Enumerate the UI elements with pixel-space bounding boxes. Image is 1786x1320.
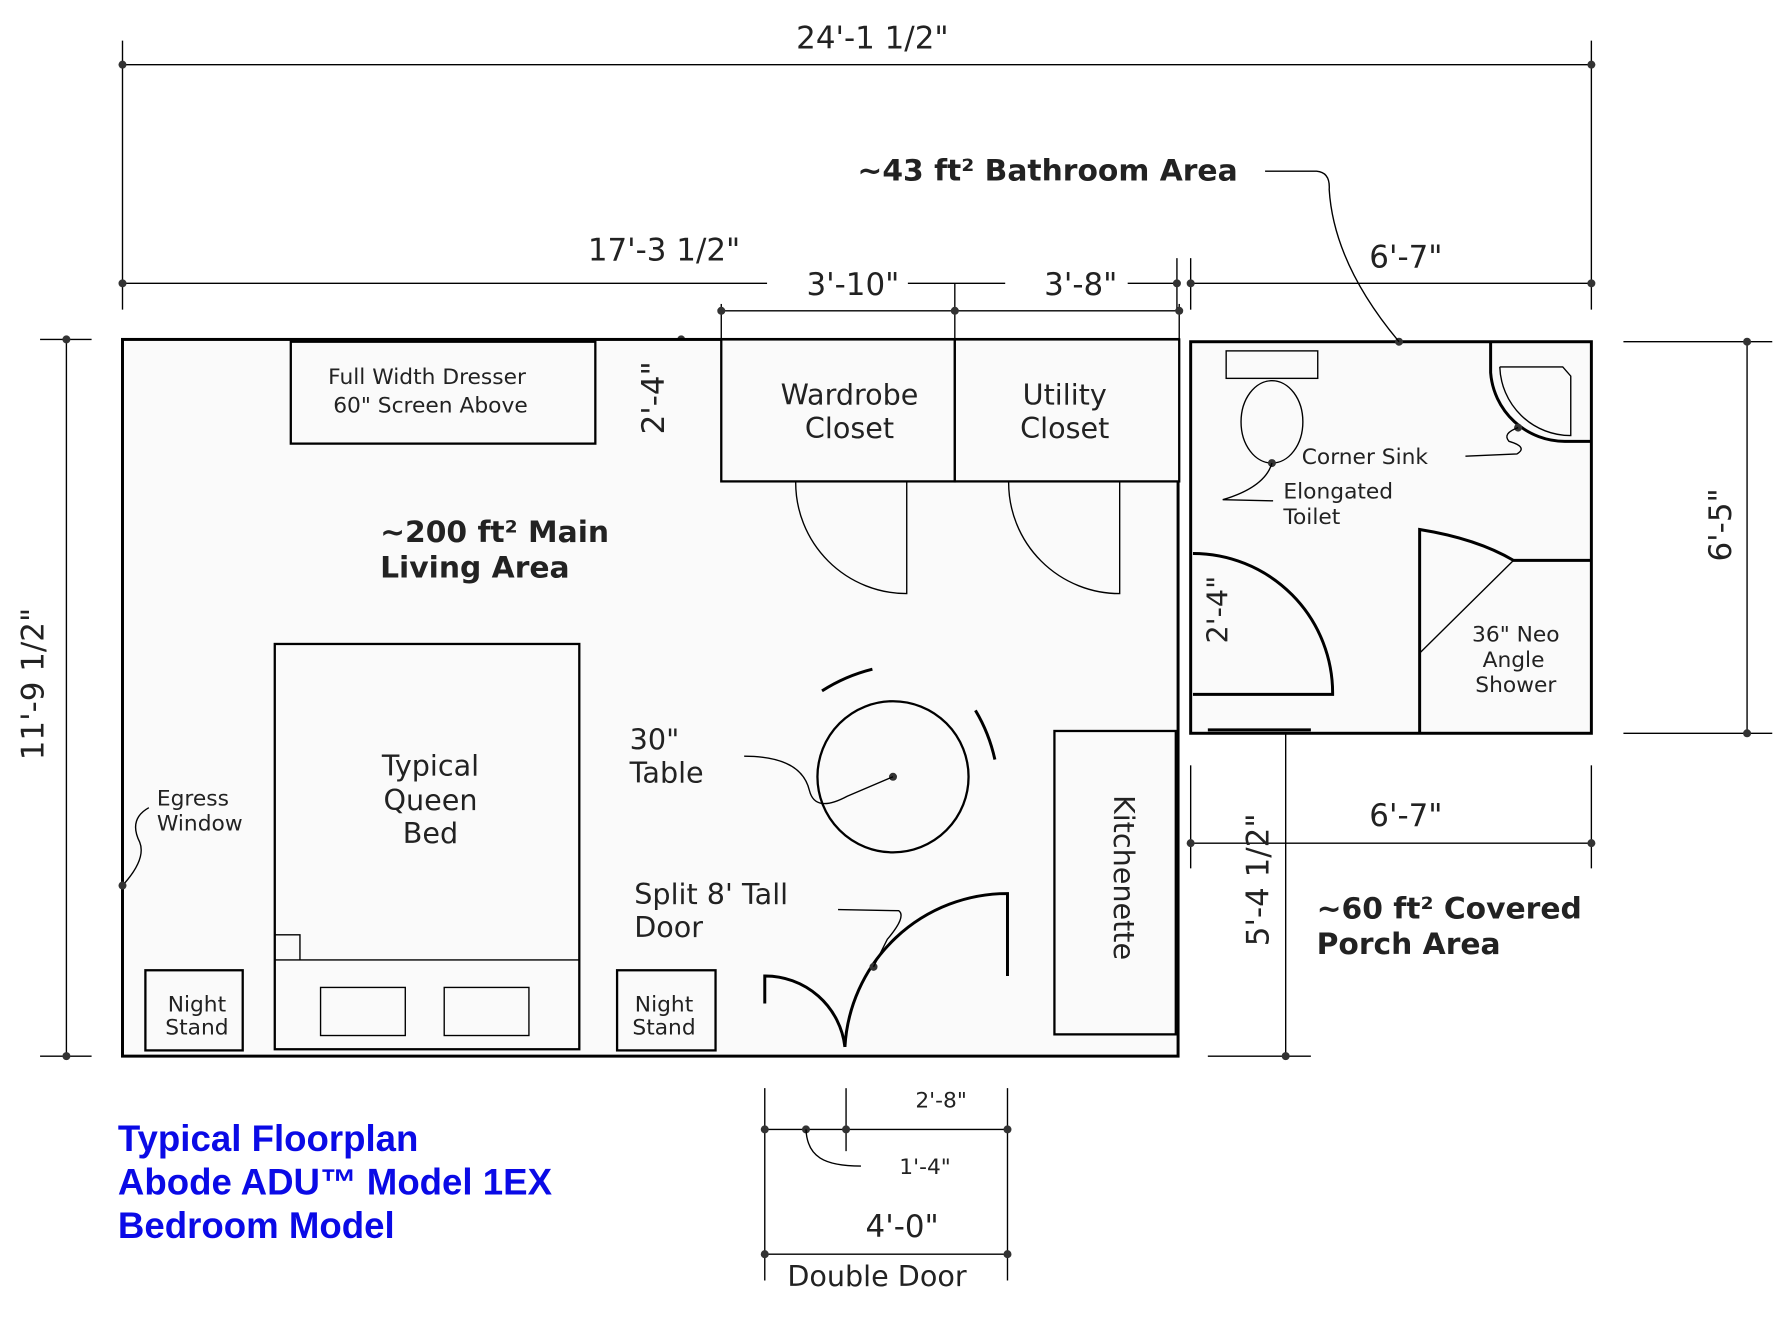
bed-details: [274, 934, 580, 1037]
dim-bathroom-width: 6'-7": [1369, 239, 1442, 275]
bed: [273, 642, 581, 1051]
dresser: [289, 340, 597, 445]
wardrobe-label-2: Closet: [805, 411, 894, 445]
table-label-1: 30": [630, 722, 680, 756]
bathroom-area-label: ~43 ft² Bathroom Area: [857, 153, 1237, 188]
kitchenette: [1053, 729, 1177, 1036]
title-line-2: Abode ADU™ Model 1EX: [118, 1162, 553, 1203]
leader-lines: [118, 170, 1522, 968]
shower-label-3: Shower: [1475, 673, 1556, 698]
wardrobe-closet: [720, 338, 956, 483]
shower-label-1: 36" Neo: [1472, 623, 1560, 648]
porch-label-1: ~60 ft² Covered: [1317, 892, 1582, 927]
dim-porch-width: 6'-7": [1369, 798, 1442, 834]
dim-bathroom-depth: 6'-5": [1703, 488, 1739, 561]
bathroom: [1189, 340, 1593, 735]
kitchenette-label: Kitchenette: [1107, 795, 1141, 960]
table-label-2: Table: [629, 756, 704, 790]
dim-wardrobe-width: 3'-10": [806, 267, 899, 303]
night-stand-left-label-1: Night: [168, 992, 226, 1017]
egress-label-2: Window: [157, 812, 243, 837]
toilet-label-1: Elongated: [1283, 480, 1393, 505]
utility-label-1: Utility: [1023, 378, 1107, 412]
night-stand-right: [615, 969, 717, 1052]
bathroom-fixtures: [1192, 337, 1592, 734]
title-line-1: Typical Floorplan: [118, 1118, 419, 1159]
dim-utility-width: 3'-8": [1044, 267, 1117, 303]
dim-main-width: 17'-3 1/2": [588, 232, 740, 268]
split-door: [763, 892, 1009, 1048]
main-area-label-2: Living Area: [380, 551, 570, 586]
corner-sink-label: Corner Sink: [1302, 445, 1429, 470]
split-door-label-2: Door: [634, 910, 703, 944]
night-stand-left-label-2: Stand: [165, 1015, 228, 1040]
title-line-3: Bedroom Model: [118, 1205, 395, 1246]
dim-double-door: 4'-0": [866, 1209, 939, 1245]
shower-label-2: Angle: [1483, 648, 1545, 673]
dim-overall-depth: 11'-9 1/2": [16, 608, 52, 760]
double-door-label: Double Door: [787, 1259, 967, 1293]
bed-label-3: Bed: [403, 816, 458, 850]
toilet-label-2: Toilet: [1282, 505, 1340, 530]
night-stand-left: [144, 969, 244, 1052]
night-stand-right-label-2: Stand: [632, 1015, 695, 1040]
dim-door-leaf-large: 2'-8": [915, 1089, 967, 1114]
dresser-label-1: Full Width Dresser: [328, 365, 526, 390]
split-door-label-1: Split 8' Tall: [634, 877, 788, 911]
dim-bath-door: 2'-4": [1200, 576, 1234, 644]
dresser-label-2: 60" Screen Above: [333, 394, 528, 419]
dim-closet-depth: 2'-4": [636, 361, 672, 434]
closet-doors: [794, 482, 1121, 595]
egress-label-1: Egress: [157, 786, 229, 811]
main-area-label-1: ~200 ft² Main: [380, 515, 609, 550]
wardrobe-label-1: Wardrobe: [781, 378, 919, 412]
dim-overall-width: 24'-1 1/2": [796, 21, 948, 57]
utility-label-2: Closet: [1020, 411, 1109, 445]
bed-label-1: Typical: [381, 749, 479, 783]
utility-closet: [953, 338, 1181, 483]
porch-label-2: Porch Area: [1317, 927, 1501, 962]
dim-door-leaf-small: 1'-4": [899, 1155, 951, 1180]
dim-porch-depth: 5'-4 1/2": [1241, 813, 1277, 946]
night-stand-right-label-1: Night: [635, 992, 693, 1017]
bed-label-2: Queen: [383, 783, 477, 817]
